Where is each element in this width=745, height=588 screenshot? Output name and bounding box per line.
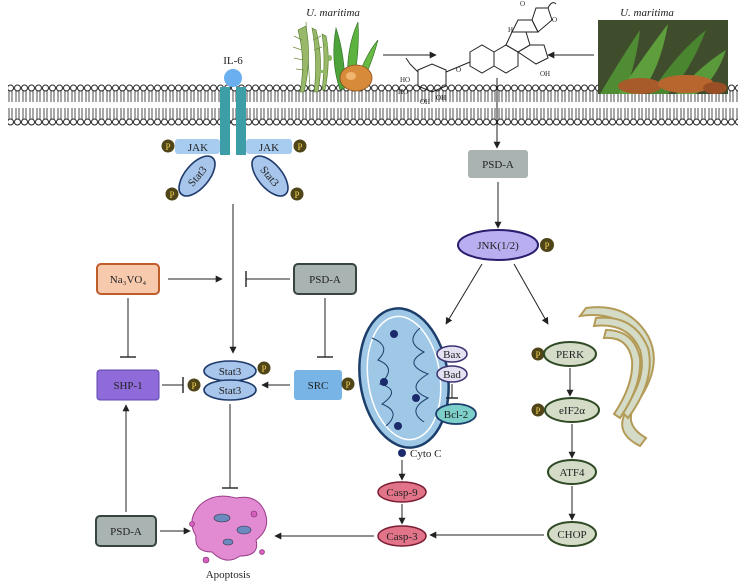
il6-receptor-left <box>220 87 230 155</box>
jnk-label: JNK(1/2) <box>477 240 519 252</box>
shp1-box <box>96 369 160 401</box>
phospho-stat3-right: P <box>290 187 304 201</box>
svg-text:O: O <box>552 16 557 24</box>
plant-name-left: U. maritima <box>306 7 360 19</box>
bad-oval <box>436 365 468 383</box>
casp9-oval <box>377 481 427 503</box>
jak-right-label: JAK <box>259 142 279 154</box>
chop-label: CHOP <box>557 529 586 541</box>
svg-text:P: P <box>297 142 302 152</box>
jak-left-label: JAK <box>188 142 208 154</box>
jnk-oval <box>457 229 539 261</box>
perk-label: PERK <box>556 349 584 361</box>
phospho-src: P <box>341 377 355 391</box>
psd-a-structure <box>405 2 557 93</box>
casp3-label: Casp-3 <box>386 531 418 543</box>
structure-atom-labels: O HO HO OH OH OH H O O <box>398 0 557 106</box>
atf4-oval <box>547 459 597 485</box>
eif2a-oval <box>544 397 600 423</box>
casp3-oval <box>377 525 427 547</box>
psd-a-bottom-label: PSD-A <box>110 526 142 538</box>
svg-text:P: P <box>191 381 196 391</box>
svg-text:P: P <box>544 241 549 251</box>
arrow-jnk-to-er <box>513 263 549 325</box>
cyto-c-label: Cyto C <box>410 448 441 460</box>
jak-left-bar <box>175 139 220 154</box>
svg-text:HO: HO <box>400 76 410 84</box>
na3vo4-label: Na₃VO₄ <box>110 274 147 286</box>
stat3-left-oval <box>178 155 216 197</box>
phospho-jak-right: P <box>293 139 307 153</box>
src-label: SRC <box>308 380 329 392</box>
casp9-label: Casp-9 <box>386 487 418 499</box>
plant-photo-right <box>598 20 728 94</box>
phospho-stat3-dimer: P <box>257 361 271 375</box>
svg-text:HO: HO <box>398 88 408 96</box>
phospho-stat3-left: P <box>165 187 179 201</box>
stat3-right-oval <box>251 155 289 197</box>
atf4-label: ATF4 <box>559 467 585 479</box>
svg-text:H: H <box>508 26 513 34</box>
arrow-jnk-to-mito <box>445 263 483 325</box>
bcl2-oval <box>435 403 477 425</box>
phospho-jak-left: P <box>161 139 175 153</box>
psd-a-top-label: PSD-A <box>482 159 514 171</box>
apoptosis-label: Apoptosis <box>206 569 251 581</box>
na3vo4-box <box>96 263 160 295</box>
bcl2-label: Bcl-2 <box>444 409 468 421</box>
plant-illustration-left <box>292 21 379 93</box>
bad-label: Bad <box>443 369 461 381</box>
phospho-shp1-target: P <box>187 378 201 392</box>
svg-text:P: P <box>169 190 174 200</box>
mitochondrion <box>358 307 450 449</box>
svg-text:P: P <box>345 380 350 390</box>
stat3-dimer-bottom <box>203 379 257 401</box>
svg-text:P: P <box>535 350 540 360</box>
jak-right-bar <box>246 139 292 154</box>
il6-ligand <box>224 69 242 87</box>
stat3-dimer-top-label: Stat3 <box>219 366 242 378</box>
svg-text:OH: OH <box>436 94 446 102</box>
eif2a-label: eIF2α <box>559 405 585 417</box>
phospho-jnk: P <box>540 238 554 252</box>
svg-text:P: P <box>535 406 540 416</box>
plant-name-right: U. maritima <box>620 7 674 19</box>
bax-label: Bax <box>443 349 461 361</box>
psd-a-mid-label: PSD-A <box>309 274 341 286</box>
perk-oval <box>543 341 597 367</box>
shp1-label: SHP-1 <box>113 380 142 392</box>
svg-text:P: P <box>294 190 299 200</box>
stat3-dimer-bottom-label: Stat3 <box>219 385 242 397</box>
endoplasmic-reticulum <box>577 306 655 448</box>
il6-receptor-right <box>236 87 246 155</box>
psd-a-bottom-box <box>95 515 157 547</box>
psd-a-top-box <box>468 150 528 178</box>
svg-text:P: P <box>261 364 266 374</box>
phospho-perk: P <box>531 347 545 361</box>
svg-text:O: O <box>456 66 461 74</box>
svg-text:OH: OH <box>540 70 550 78</box>
psd-a-mid-box <box>293 263 357 295</box>
svg-text:O: O <box>520 0 525 8</box>
cyto-c-dot <box>398 449 406 457</box>
chop-oval <box>547 521 597 547</box>
apoptotic-cell <box>189 495 268 564</box>
svg-text:OH: OH <box>420 98 430 106</box>
src-box <box>294 370 342 400</box>
svg-text:P: P <box>165 142 170 152</box>
phospho-eif2a: P <box>531 403 545 417</box>
il6-label: IL-6 <box>223 55 243 67</box>
bax-oval <box>436 345 468 363</box>
